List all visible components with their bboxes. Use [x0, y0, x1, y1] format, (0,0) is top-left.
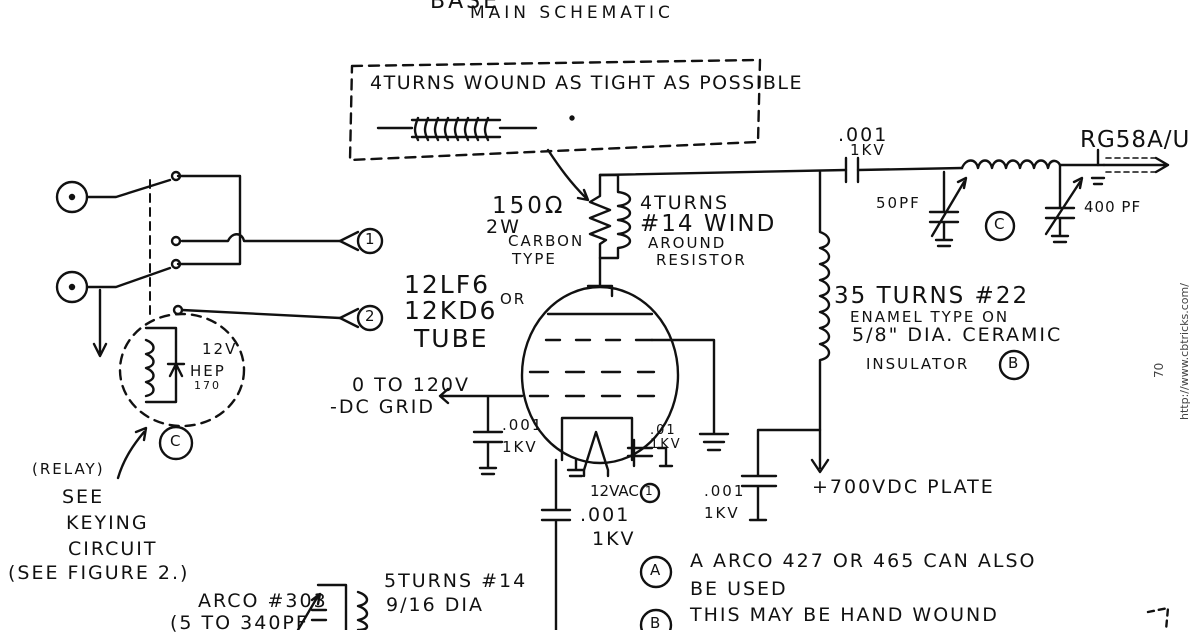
note-b-line-1: THIS MAY BE HAND WOUND [690, 604, 999, 626]
cap-lower-value: .001 [580, 504, 631, 526]
wind-line-1: 4TURNS [640, 192, 730, 214]
cap-top-rating: 1KV [850, 141, 886, 159]
tube-line-1: 12LF6 [404, 270, 491, 299]
choke-marker: B [1008, 354, 1021, 372]
note-a-circle [639, 555, 673, 589]
cap-400pf [1044, 163, 1084, 244]
port-1-label: 1 [365, 230, 377, 248]
tube-line-2: 12KD6 [404, 296, 498, 325]
note-b-marker: B [650, 614, 663, 632]
plate-bus [598, 163, 1106, 177]
cap-grid-value: .001 [502, 416, 544, 434]
cap-filament [566, 438, 674, 478]
arco-line-2: (5 TO 340PF [170, 612, 309, 634]
cap-bypass [740, 428, 822, 522]
cap-400pf-label: 400 PF [1084, 198, 1142, 216]
tube-or: OR [500, 290, 527, 308]
keying-arrow [116, 426, 148, 480]
wind-line-4: RESISTOR [656, 251, 747, 269]
grid-line-2: -DC GRID [330, 396, 435, 418]
cap-50pf-label: 50PF [876, 194, 921, 212]
relay-diode-1: HEP [190, 362, 226, 380]
vacuum-tube [520, 285, 680, 465]
keying-line-4: CIRCUIT [68, 538, 158, 560]
title-base: BASE [430, 0, 501, 14]
relay-marker: C [170, 432, 183, 450]
cap-bypass-rating: 1KV [704, 504, 740, 522]
output-coil [960, 159, 1062, 170]
relay-c-circle [158, 425, 194, 461]
coil5-line-2: 9/16 DIA [386, 594, 484, 616]
keying-line-2: SEE [62, 486, 105, 508]
cap-lower-rating: 1KV [592, 528, 636, 550]
filament-circle [639, 482, 661, 504]
note-a-line-2: BE USED [690, 578, 788, 600]
note-b-circle [639, 608, 673, 630]
coax-label: RG58A/U [1080, 127, 1191, 153]
relay-diode-2: 170 [194, 379, 221, 392]
note-a-marker: A [650, 561, 663, 579]
resistor-value: 150Ω [492, 193, 566, 219]
wind-line-3: AROUND [648, 234, 727, 252]
choke-b-circle [998, 349, 1030, 381]
filament-marker: 1 [645, 484, 653, 498]
cap-filament-rating: 1KV [650, 437, 682, 452]
page-number: 70 [1152, 362, 1166, 378]
grid-line-1: 0 TO 120V [352, 374, 470, 396]
tube-line-3: TUBE [414, 324, 489, 353]
cap-top-value: .001 [838, 124, 889, 146]
cathode-lead [540, 458, 572, 630]
cap-filament-value: .01 [650, 423, 677, 438]
screen-lead [650, 338, 730, 452]
arco-line-1: ARCO #303 [198, 590, 328, 612]
cap-top [844, 156, 860, 184]
choke-line-2: ENAMEL TYPE ON [850, 308, 1010, 326]
relay-coil [144, 326, 186, 404]
plate-resistor [588, 173, 612, 260]
coil5-line-1: 5TURNS #14 [384, 570, 528, 592]
port-arrow-2 [338, 307, 360, 329]
resistor-type-1: CARBON [508, 232, 585, 250]
arco-variable-cap [296, 583, 348, 630]
port-2-label: 2 [365, 307, 377, 325]
relay-voltage: 12V [202, 340, 238, 358]
cap-bypass-value: .001 [704, 482, 746, 500]
relay-outline [118, 312, 246, 428]
coil-5-turns [356, 590, 369, 630]
coil-note-text: 4TURNS WOUND AS TIGHT AS POSSIBLE [370, 72, 803, 94]
port-arrow-1 [338, 230, 360, 252]
title-main-schematic: MAIN SCHEMATIC [470, 3, 674, 23]
coil-note-box [348, 58, 762, 162]
cap-grid-rating: 1KV [502, 438, 538, 456]
filament [560, 416, 634, 478]
tube-internals [528, 312, 656, 398]
keying-line-3: KEYING [66, 512, 149, 534]
choke-line-4: INSULATOR [866, 355, 970, 373]
note-arrow [546, 148, 590, 202]
choke-line-1: 35 TURNS #22 [834, 283, 1030, 309]
grid-lead [438, 387, 524, 476]
keying-line-5: (SEE FIGURE 2.) [8, 562, 190, 584]
keying-line-1: (RELAY) [32, 460, 105, 478]
output-c-circle [984, 210, 1016, 242]
wind-line-2: #14 WIND [640, 211, 777, 237]
port-2-circle [356, 304, 384, 332]
rf-choke [810, 170, 831, 474]
tight-coil-symbol [376, 116, 538, 142]
cap-50pf [928, 170, 968, 248]
choke-line-3: 5/8" DIA. CERAMIC [852, 324, 1063, 346]
output-c-marker: C [994, 215, 1007, 233]
filament-label: 12VAC [590, 482, 639, 500]
relay-wiring [85, 174, 342, 358]
coax-output [1090, 148, 1170, 186]
port-1-circle [356, 227, 384, 255]
note-a-line-1: A ARCO 427 OR 465 CAN ALSO [690, 550, 1037, 572]
resistor-type-2: TYPE [512, 250, 557, 268]
resistor-power: 2W [486, 216, 521, 238]
plate-wind-coil [598, 173, 632, 260]
tube-plate-lead [586, 256, 614, 298]
plate-label: +700VDC PLATE [812, 476, 995, 498]
watermark: http://www.cbtricks.com/ [1178, 283, 1191, 420]
